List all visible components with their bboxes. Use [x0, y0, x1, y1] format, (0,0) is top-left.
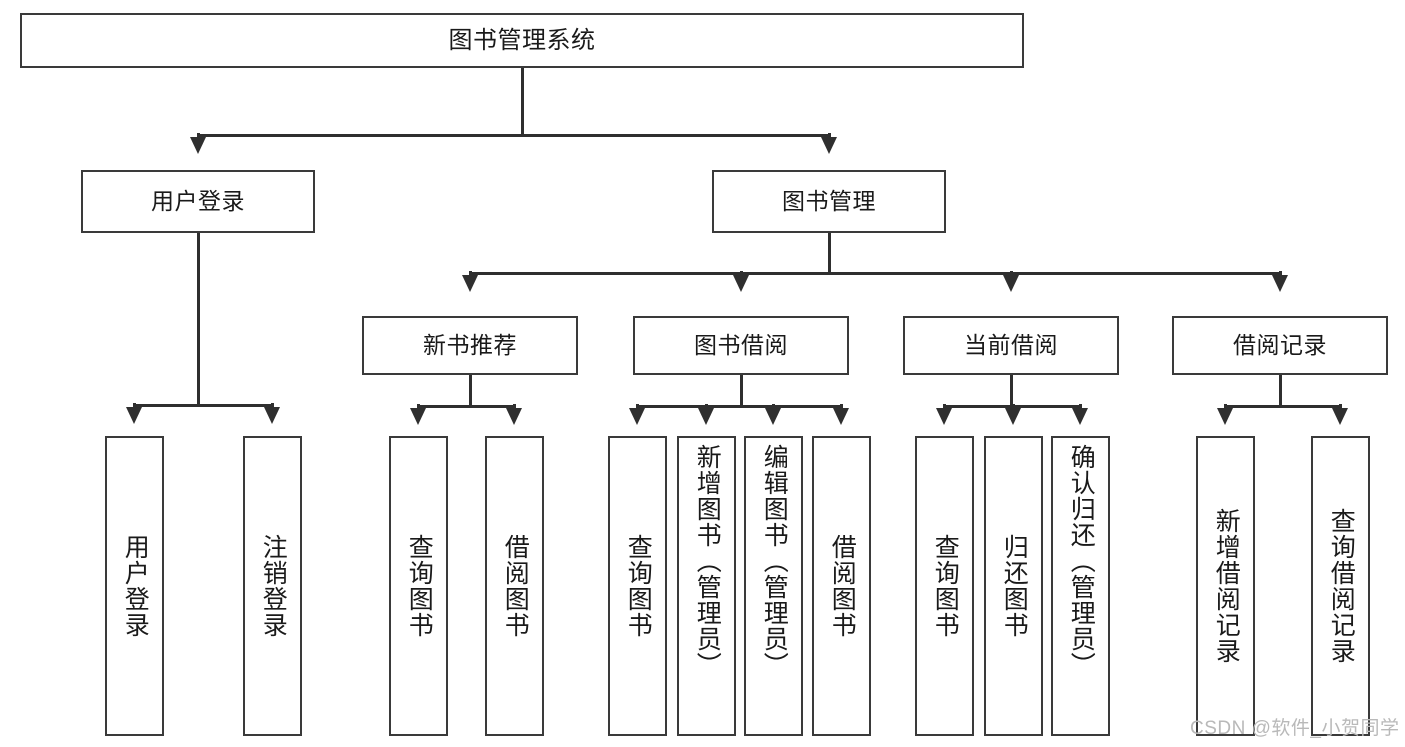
arrow-leaf-8-leg	[840, 404, 843, 410]
node-user-login-label: 用户登录	[151, 188, 245, 215]
arrow-user-login-leg	[197, 133, 200, 139]
node-leaf-query-borrow-record[interactable]: 查询借阅记录	[1311, 436, 1370, 736]
node-leaf-query-book-2-label: 查询图书	[624, 534, 653, 638]
arrow-current-borrow	[1003, 275, 1019, 292]
arrow-leaf-5	[629, 408, 645, 425]
arrow-leaf-10-leg	[1012, 404, 1015, 410]
root-bar	[198, 134, 831, 137]
arrow-leaf-6	[698, 408, 714, 425]
arrow-new-book	[462, 275, 478, 292]
borrow-record-bar	[1225, 405, 1340, 408]
arrow-leaf-4	[506, 408, 522, 425]
borrow-record-stem	[1279, 375, 1282, 405]
book-borrow-bar	[637, 405, 841, 408]
arrow-leaf-12-leg	[1224, 404, 1227, 410]
arrow-leaf-11	[1072, 408, 1088, 425]
arrow-leaf-12	[1217, 408, 1233, 425]
arrow-leaf-2-leg	[271, 403, 274, 409]
arrow-user-login	[190, 137, 206, 154]
node-leaf-add-book-admin-label: 新增图书（管理员）	[693, 444, 722, 678]
node-leaf-query-book-3[interactable]: 查询图书	[915, 436, 974, 736]
node-leaf-confirm-return-admin-label: 确认归还（管理员）	[1067, 444, 1096, 678]
node-borrow-record-label: 借阅记录	[1233, 332, 1327, 359]
arrow-leaf-4-leg	[513, 404, 516, 410]
arrow-leaf-11-leg	[1079, 404, 1082, 410]
node-leaf-edit-book-admin-label: 编辑图书（管理员）	[760, 444, 789, 678]
arrow-leaf-9-leg	[943, 404, 946, 410]
node-leaf-borrow-book-2[interactable]: 借阅图书	[812, 436, 871, 736]
arrow-leaf-6-leg	[705, 404, 708, 410]
node-leaf-user-login[interactable]: 用户登录	[105, 436, 164, 736]
arrow-leaf-5-leg	[636, 404, 639, 410]
csdn-watermark: CSDN @软件_小贺同学	[1190, 718, 1400, 739]
node-leaf-query-book-2[interactable]: 查询图书	[608, 436, 667, 736]
node-leaf-confirm-return-admin[interactable]: 确认归还（管理员）	[1051, 436, 1110, 736]
arrow-book-borrow-leg	[740, 271, 743, 277]
arrow-leaf-3-leg	[417, 404, 420, 410]
node-current-borrow-label: 当前借阅	[964, 332, 1058, 359]
node-root[interactable]: 图书管理系统	[20, 13, 1024, 68]
arrow-leaf-1	[126, 407, 142, 424]
user-login-stem	[197, 233, 200, 404]
node-current-borrow[interactable]: 当前借阅	[903, 316, 1119, 375]
arrow-current-borrow-leg	[1010, 271, 1013, 277]
book-mgmt-bar	[470, 272, 1280, 275]
node-leaf-return-book[interactable]: 归还图书	[984, 436, 1043, 736]
node-new-book-recommend[interactable]: 新书推荐	[362, 316, 578, 375]
node-leaf-borrow-book-2-label: 借阅图书	[828, 534, 857, 638]
node-leaf-query-book-1-label: 查询图书	[405, 534, 434, 638]
book-management-stem	[828, 233, 831, 272]
node-book-borrow[interactable]: 图书借阅	[633, 316, 849, 375]
node-leaf-query-book-1[interactable]: 查询图书	[389, 436, 448, 736]
node-leaf-add-borrow-record-label: 新增借阅记录	[1212, 508, 1241, 664]
root-stem	[521, 68, 524, 134]
arrow-leaf-2	[264, 407, 280, 424]
node-leaf-user-login-label: 用户登录	[121, 534, 150, 638]
arrow-borrow-record	[1272, 275, 1288, 292]
node-book-management[interactable]: 图书管理	[712, 170, 946, 233]
node-leaf-query-book-3-label: 查询图书	[931, 534, 960, 638]
node-book-borrow-label: 图书借阅	[694, 332, 788, 359]
new-book-stem	[469, 375, 472, 405]
arrow-book-management-leg	[828, 133, 831, 139]
arrow-new-book-leg	[469, 271, 472, 277]
node-root-label: 图书管理系统	[448, 26, 596, 54]
current-borrow-stem	[1010, 375, 1013, 405]
arrow-leaf-1-leg	[133, 403, 136, 409]
node-leaf-borrow-book-1-label: 借阅图书	[501, 534, 530, 638]
node-leaf-add-book-admin[interactable]: 新增图书（管理员）	[677, 436, 736, 736]
node-leaf-query-borrow-record-label: 查询借阅记录	[1327, 508, 1356, 664]
arrow-book-management	[821, 137, 837, 154]
arrow-leaf-9	[936, 408, 952, 425]
arrow-leaf-7	[765, 408, 781, 425]
node-borrow-record[interactable]: 借阅记录	[1172, 316, 1388, 375]
node-leaf-edit-book-admin[interactable]: 编辑图书（管理员）	[744, 436, 803, 736]
arrow-leaf-8	[833, 408, 849, 425]
node-user-login[interactable]: 用户登录	[81, 170, 315, 233]
arrow-leaf-3	[410, 408, 426, 425]
arrow-leaf-10	[1005, 408, 1021, 425]
node-leaf-add-borrow-record[interactable]: 新增借阅记录	[1196, 436, 1255, 736]
node-leaf-logout[interactable]: 注销登录	[243, 436, 302, 736]
new-book-bar	[418, 405, 514, 408]
node-new-book-recommend-label: 新书推荐	[423, 332, 517, 359]
user-login-bar	[134, 404, 272, 407]
node-leaf-borrow-book-1[interactable]: 借阅图书	[485, 436, 544, 736]
arrow-leaf-13-leg	[1339, 404, 1342, 410]
arrow-book-borrow	[733, 275, 749, 292]
node-book-management-label: 图书管理	[782, 188, 876, 215]
arrow-leaf-7-leg	[772, 404, 775, 410]
node-leaf-logout-label: 注销登录	[259, 534, 288, 638]
node-leaf-return-book-label: 归还图书	[1000, 534, 1029, 638]
arrow-borrow-record-leg	[1279, 271, 1282, 277]
book-borrow-stem	[740, 375, 743, 405]
arrow-leaf-13	[1332, 408, 1348, 425]
